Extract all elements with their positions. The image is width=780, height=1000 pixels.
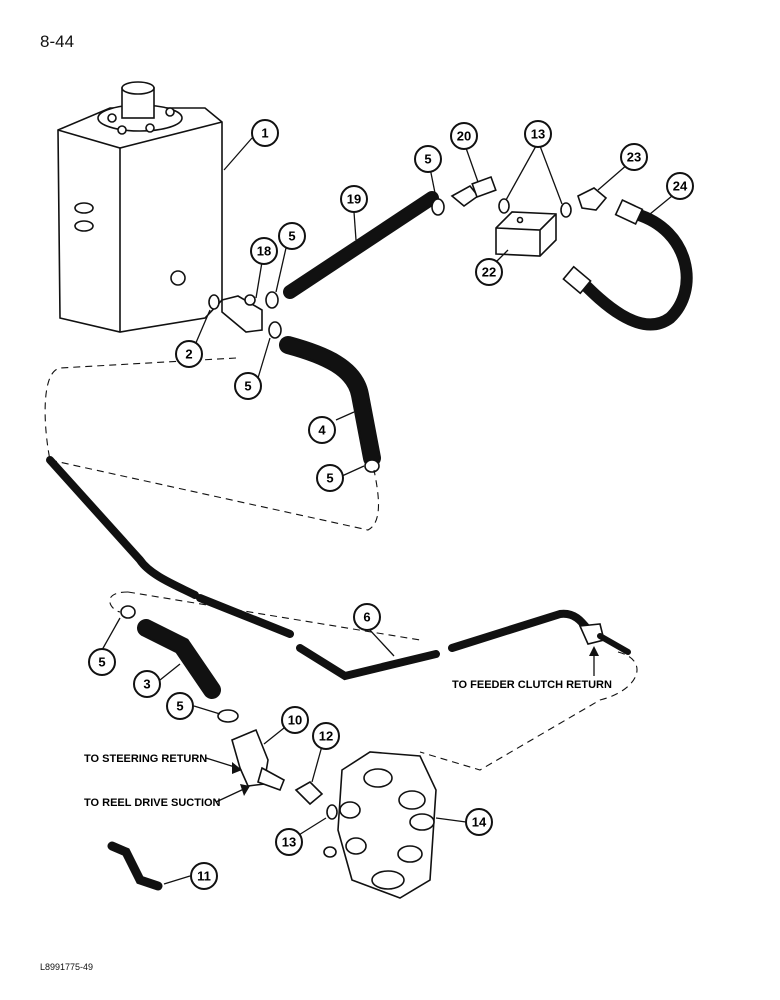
note-reel-drive-suction: TO REEL DRIVE SUCTION xyxy=(84,797,221,809)
callout-24: 24 xyxy=(666,172,694,200)
callout-3: 3 xyxy=(133,670,161,698)
callout-13: 13 xyxy=(275,828,303,856)
callout-4: 4 xyxy=(308,416,336,444)
leader-lines xyxy=(101,137,673,885)
note-feeder-clutch-return: TO FEEDER CLUTCH RETURN xyxy=(452,679,612,691)
callout-6: 6 xyxy=(353,603,381,631)
callout-11: 11 xyxy=(190,862,218,890)
tee-fitting-18 xyxy=(221,295,263,333)
callout-5: 5 xyxy=(234,372,262,400)
reservoir-tank xyxy=(57,81,223,333)
svg-text:5: 5 xyxy=(326,471,333,486)
callout-20: 20 xyxy=(450,122,478,150)
svg-text:18: 18 xyxy=(257,244,271,259)
svg-text:13: 13 xyxy=(282,835,296,850)
o-ring-13b xyxy=(560,202,572,218)
document-code: L8991775-49 xyxy=(40,962,94,972)
callout-5: 5 xyxy=(278,222,306,250)
svg-text:5: 5 xyxy=(98,655,105,670)
callout-12: 12 xyxy=(312,722,340,750)
page-number: 8-44 xyxy=(40,32,75,51)
fitting-12 xyxy=(294,781,324,806)
svg-text:11: 11 xyxy=(197,869,211,884)
upper-line-assembly xyxy=(208,175,693,473)
o-ring-13a xyxy=(498,198,510,214)
callout-5: 5 xyxy=(414,145,442,173)
elbow-23 xyxy=(577,187,608,211)
callout-10: 10 xyxy=(281,706,309,734)
svg-text:23: 23 xyxy=(627,150,641,165)
callout-5: 5 xyxy=(316,464,344,492)
callout-2: 2 xyxy=(175,340,203,368)
svg-text:1: 1 xyxy=(261,126,268,141)
clamp-5f xyxy=(217,709,239,723)
clamp-5e xyxy=(120,605,136,619)
o-ring-13c xyxy=(326,804,338,820)
svg-text:13: 13 xyxy=(531,127,545,142)
svg-text:4: 4 xyxy=(318,423,326,438)
svg-text:3: 3 xyxy=(143,677,150,692)
callout-18: 18 xyxy=(250,237,278,265)
svg-text:5: 5 xyxy=(288,229,295,244)
svg-text:6: 6 xyxy=(363,610,370,625)
clamp-5a xyxy=(265,291,279,309)
callout-1: 1 xyxy=(251,119,279,147)
lower-line-assembly xyxy=(107,605,437,899)
tube-6 xyxy=(46,456,631,681)
svg-text:12: 12 xyxy=(319,729,333,744)
svg-text:14: 14 xyxy=(472,815,487,830)
svg-text:20: 20 xyxy=(457,129,471,144)
callout-14: 14 xyxy=(465,808,493,836)
callout-22: 22 xyxy=(475,258,503,286)
callout-23: 23 xyxy=(620,143,648,171)
svg-text:5: 5 xyxy=(244,379,251,394)
svg-text:5: 5 xyxy=(176,699,183,714)
callout-19: 19 xyxy=(340,185,368,213)
svg-text:5: 5 xyxy=(424,152,431,167)
svg-text:22: 22 xyxy=(482,265,496,280)
svg-text:10: 10 xyxy=(288,713,302,728)
svg-text:2: 2 xyxy=(185,347,192,362)
callout-13: 13 xyxy=(524,120,552,148)
callout-5: 5 xyxy=(88,648,116,676)
dashed-outline-upper xyxy=(44,357,237,461)
svg-text:19: 19 xyxy=(347,192,361,207)
o-ring-2 xyxy=(208,294,220,310)
note-steering-return: TO STEERING RETURN xyxy=(84,753,207,765)
svg-text:24: 24 xyxy=(673,179,688,194)
clamp-5b xyxy=(268,321,282,339)
callout-5: 5 xyxy=(166,692,194,720)
clamp-5d xyxy=(364,459,380,473)
hose-24 xyxy=(576,208,693,331)
clamp-5c xyxy=(431,198,445,216)
